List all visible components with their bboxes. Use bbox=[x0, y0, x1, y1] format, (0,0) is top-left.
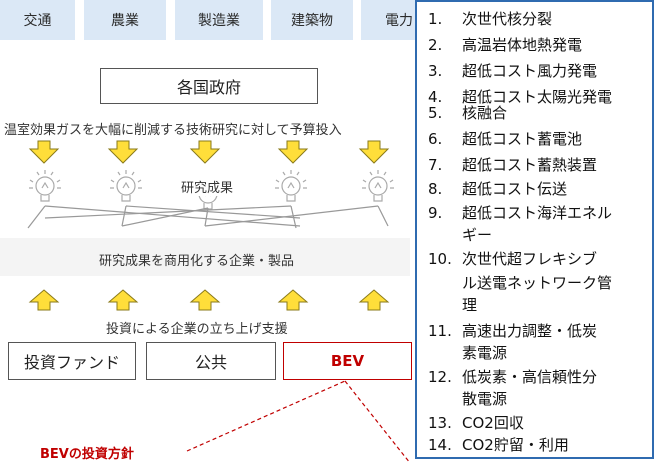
list-item: 14. CO2貯留・利用 bbox=[428, 434, 569, 456]
research-results-label: 研究成果 bbox=[180, 177, 235, 196]
item-text: 超低コスト太陽光発電 bbox=[462, 88, 613, 106]
up-arrow-icon bbox=[189, 289, 221, 311]
item-text: 低炭素・高信頼性分 bbox=[462, 368, 598, 386]
tech-list-panel: 1. 次世代核分裂 2. 高温岩体地熱発電 3. 超低コスト風力発電 4. 超低コスト太… bbox=[415, 0, 654, 459]
lightbulb-icon bbox=[29, 170, 61, 202]
down-arrow-icon bbox=[28, 140, 60, 164]
item-number: 13. bbox=[428, 414, 452, 432]
list-item: 6. 超低コスト蓄電池 bbox=[428, 128, 582, 150]
lightbulb-icon bbox=[110, 170, 142, 202]
up-arrow-icon bbox=[107, 289, 139, 311]
sector-transport: 交通 bbox=[0, 0, 75, 40]
item-number: 5. bbox=[428, 104, 443, 122]
callout-lines bbox=[186, 380, 411, 463]
list-item: 5. 核融合 bbox=[428, 102, 507, 124]
item-text: 超低コスト風力発電 bbox=[462, 62, 598, 80]
down-arrow-icon bbox=[358, 140, 390, 164]
item-number: 12. bbox=[428, 368, 452, 386]
list-item: 2. 高温岩体地熱発電 bbox=[428, 34, 582, 56]
funder-label: 公共 bbox=[194, 353, 227, 372]
sector-label: 建築物 bbox=[291, 13, 333, 29]
list-item: 3. 超低コスト風力発電 bbox=[428, 60, 597, 82]
funder-label: 投資ファンド bbox=[23, 353, 120, 372]
item-text: 核融合 bbox=[462, 104, 508, 122]
government-label: 各国政府 bbox=[176, 78, 241, 97]
item-text: 超低コスト蓄電池 bbox=[462, 130, 583, 148]
funding-text: 温室効果ガスを大幅に削減する技術研究に対して予算投入 bbox=[4, 123, 342, 138]
list-item: 7. 超低コスト蓄熱装置 bbox=[428, 154, 597, 176]
up-arrow-icon bbox=[28, 289, 60, 311]
lightbulb-icon bbox=[275, 170, 307, 202]
up-arrow-icon bbox=[358, 289, 390, 311]
bev-policy-label: BEVの投資方針 bbox=[40, 447, 134, 462]
lightbulb-icon bbox=[362, 170, 394, 202]
item-number: 1. bbox=[428, 10, 443, 28]
item-number: 9. bbox=[428, 204, 443, 222]
flow-diagram bbox=[27, 140, 411, 463]
investment-support-text: 投資による企業の立ち上げ支援 bbox=[106, 322, 288, 337]
commercialize-text: 研究成果を商用化する企業・製品 bbox=[99, 254, 295, 269]
list-item-continuation: 素電源 bbox=[462, 344, 508, 362]
item-text: CO2貯留・利用 bbox=[462, 436, 569, 454]
down-arrow-icon bbox=[107, 140, 139, 164]
list-item: 12. 低炭素・高信頼性分 bbox=[428, 366, 597, 388]
item-text: 超低コスト伝送 bbox=[462, 180, 568, 198]
down-arrow-icon bbox=[189, 140, 221, 164]
list-item-continuation: 散電源 bbox=[462, 390, 508, 408]
item-number: 8. bbox=[428, 180, 443, 198]
list-item: 4. 超低コスト太陽光発電 bbox=[428, 86, 612, 108]
sector-label: 農業 bbox=[111, 13, 139, 29]
item-number: 11. bbox=[428, 322, 452, 340]
sector-buildings: 建築物 bbox=[271, 0, 353, 40]
item-number: 2. bbox=[428, 36, 443, 54]
list-item: 11. 高速出力調整・低炭 bbox=[428, 320, 597, 342]
item-text: 次世代核分裂 bbox=[462, 10, 553, 28]
sector-label: 電力 bbox=[385, 13, 413, 29]
item-text: 次世代超フレキシブ bbox=[462, 250, 598, 268]
list-item: 8. 超低コスト伝送 bbox=[428, 178, 567, 200]
item-number: 4. bbox=[428, 88, 443, 106]
sector-power: 電力 bbox=[361, 0, 415, 40]
funder-investment-fund: 投資ファンド bbox=[8, 342, 136, 380]
item-text: 高速出力調整・低炭 bbox=[462, 322, 598, 340]
list-item-continuation: 理 bbox=[462, 296, 478, 314]
item-number: 3. bbox=[428, 62, 443, 80]
government-box: 各国政府 bbox=[100, 68, 318, 104]
funder-bev: BEV bbox=[283, 342, 412, 380]
item-text: 超低コスト海洋エネル bbox=[462, 204, 613, 222]
list-item: 10. 次世代超フレキシブ bbox=[428, 248, 597, 270]
funder-label: BEV bbox=[330, 352, 365, 370]
item-text: 高温岩体地熱発電 bbox=[462, 36, 583, 54]
sector-label: 交通 bbox=[23, 13, 52, 29]
item-text: 超低コスト蓄熱装置 bbox=[462, 156, 598, 174]
list-item: 1. 次世代核分裂 bbox=[428, 8, 552, 30]
item-number: 7. bbox=[428, 156, 443, 174]
item-number: 14. bbox=[428, 436, 452, 454]
funder-public: 公共 bbox=[146, 342, 276, 380]
sector-label: 製造業 bbox=[198, 13, 240, 29]
item-number: 6. bbox=[428, 130, 443, 148]
up-arrow-icon bbox=[277, 289, 309, 311]
sector-manufacturing: 製造業 bbox=[175, 0, 263, 40]
sector-agriculture: 農業 bbox=[84, 0, 166, 40]
down-arrow-icon bbox=[277, 140, 309, 164]
item-text: CO2回収 bbox=[462, 414, 524, 432]
list-item-continuation: ギー bbox=[462, 226, 493, 244]
list-item-continuation: ル送電ネットワーク管 bbox=[462, 274, 613, 292]
item-number: 10. bbox=[428, 250, 452, 268]
list-item: 9. 超低コスト海洋エネル bbox=[428, 202, 612, 224]
list-item: 13. CO2回収 bbox=[428, 412, 524, 434]
connection-lines bbox=[27, 205, 389, 229]
commercialization-band bbox=[0, 238, 410, 276]
